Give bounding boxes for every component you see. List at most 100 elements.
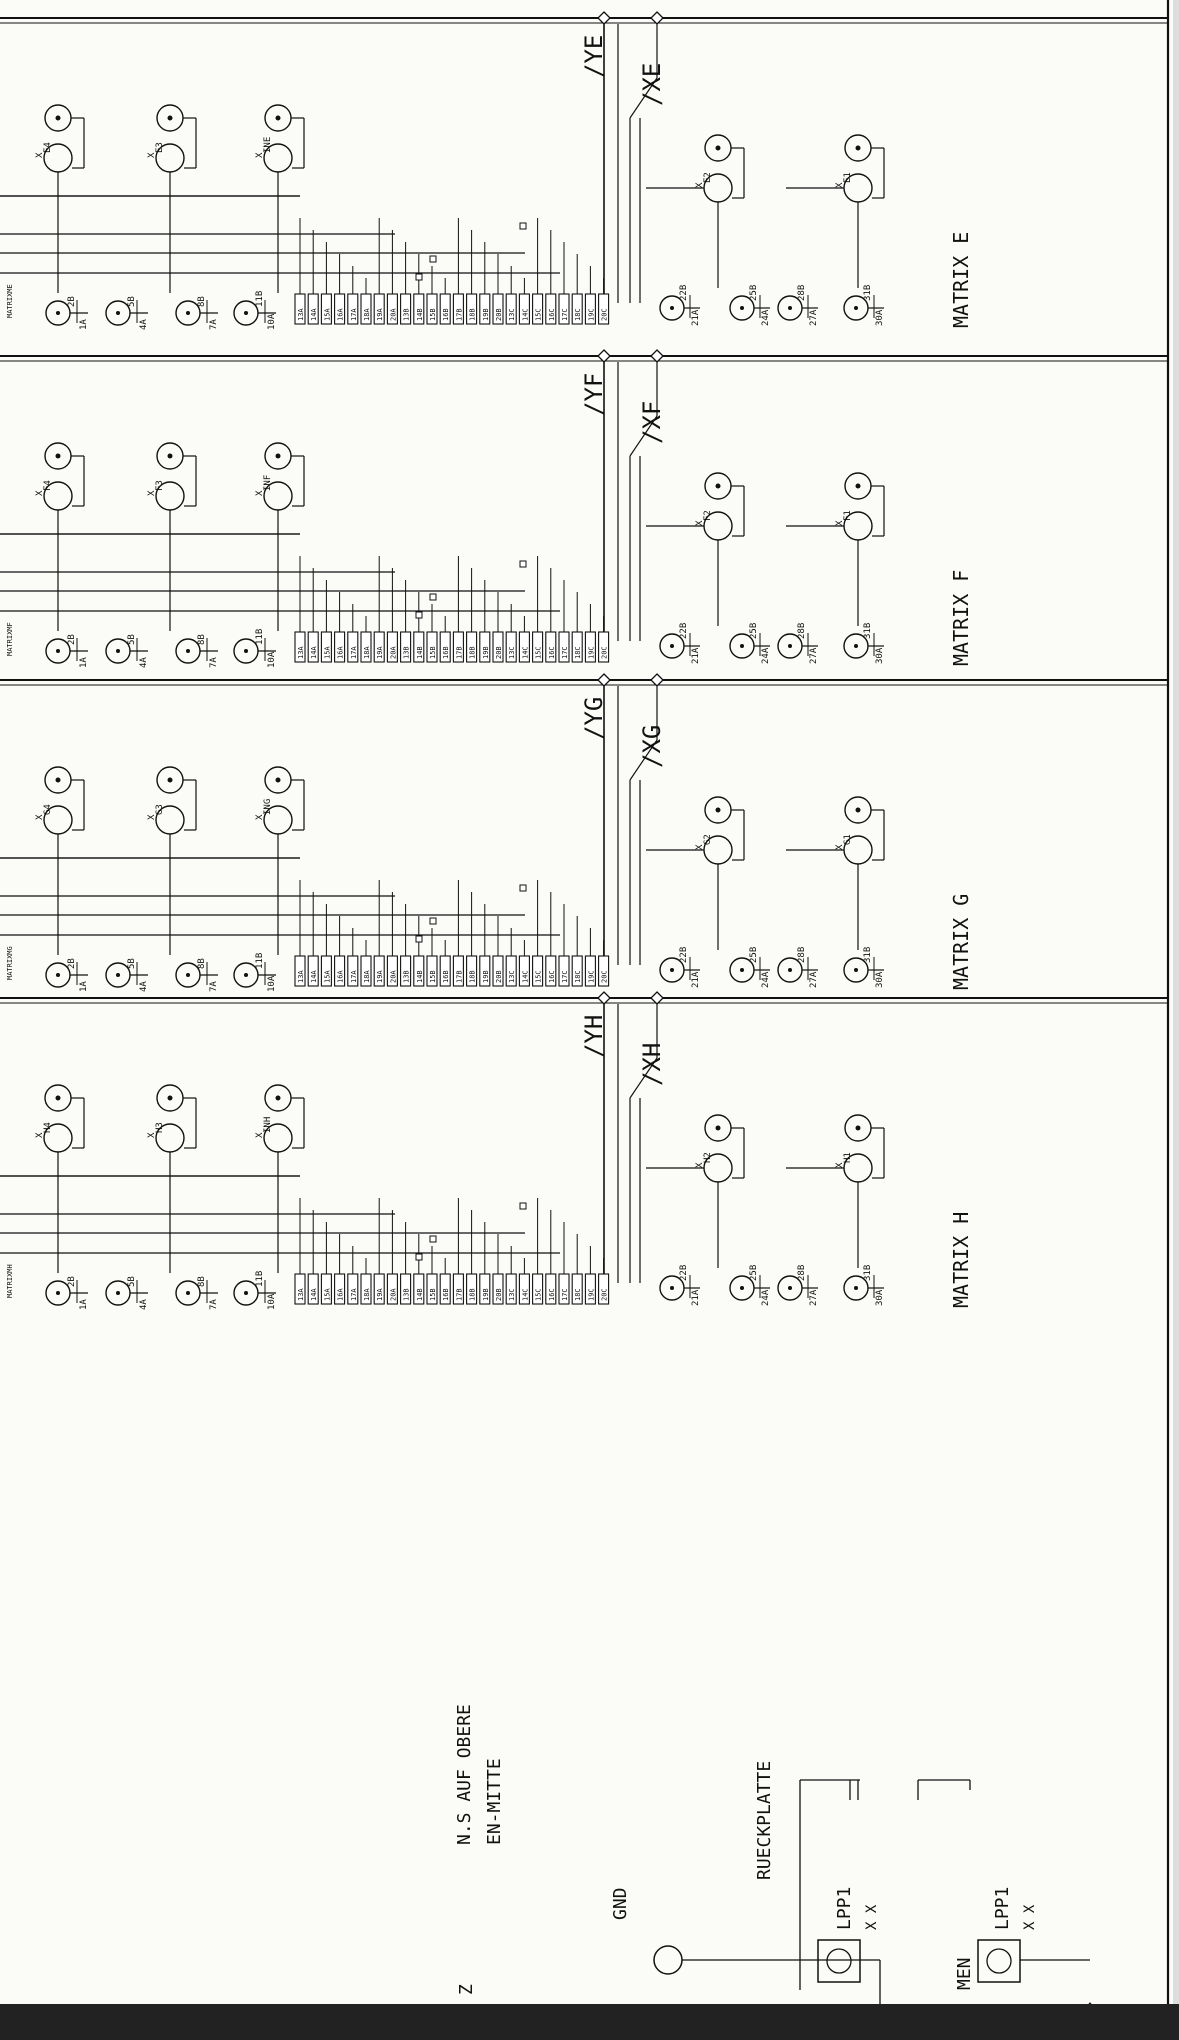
contact-dot xyxy=(56,649,60,653)
terminal-label: 17B xyxy=(455,646,463,659)
terminal-label: 13A xyxy=(297,308,305,321)
terminal-box: 15A xyxy=(320,1222,332,1305)
terminal-box: 14C xyxy=(518,1258,530,1305)
x-bus-wire xyxy=(629,739,658,781)
page-edge xyxy=(1173,0,1179,2040)
contact-label-b: 4A xyxy=(139,319,149,330)
terminal-label: 16C xyxy=(548,646,556,659)
terminal-label: 18B xyxy=(469,646,477,659)
terminal-label: 16A xyxy=(337,646,345,659)
terminal-box: 14A xyxy=(307,1210,319,1305)
contact-dot xyxy=(116,311,120,315)
terminal-label: 19A xyxy=(376,1288,384,1301)
terminal-label: 17C xyxy=(561,970,569,983)
terminal-box: 17B xyxy=(452,556,464,663)
terminal-label: 20C xyxy=(601,970,609,983)
y-bus-label: /YH xyxy=(580,1015,608,1058)
terminal-label: 19B xyxy=(482,308,490,321)
contact-label-a: 31B xyxy=(863,285,873,301)
connector-marker xyxy=(597,991,611,1005)
terminal-label: 17A xyxy=(350,970,358,983)
terminal-label: 16B xyxy=(442,646,450,659)
terminal-label: 14C xyxy=(521,970,529,983)
generator-label: G4 xyxy=(43,804,53,815)
terminal-box: 20B xyxy=(492,254,504,325)
generator-label: H3 xyxy=(155,1122,165,1133)
terminal-box: 16B xyxy=(439,1258,451,1305)
contact-label-a: 8B xyxy=(197,1276,207,1287)
terminal-label: 20C xyxy=(601,646,609,659)
contact-dot xyxy=(244,649,248,653)
lpp1-box xyxy=(977,1939,1021,1983)
coil-mark: X xyxy=(147,814,157,820)
contact-dot xyxy=(116,649,120,653)
contact-label-b: 27A xyxy=(809,971,819,988)
terminal-box: 19A xyxy=(373,1198,385,1305)
lpp1-label-a: LPP1 xyxy=(834,1887,855,1930)
lpp1-symbol xyxy=(986,1948,1012,1974)
terminal-box: 13A xyxy=(294,1198,306,1305)
generator-symbol: XH1 xyxy=(786,1114,885,1268)
terminal-label: 20A xyxy=(389,1288,397,1301)
contact-label-b: 24A xyxy=(761,309,771,326)
coil-dot xyxy=(167,115,173,121)
matrix-tag: MATRIXMH xyxy=(6,1264,14,1298)
terminal-box: 19B xyxy=(479,580,491,663)
contact-label-a: 31B xyxy=(863,947,873,963)
terminal-box: 15B xyxy=(426,1246,438,1305)
generator-label: F1 xyxy=(843,510,853,521)
contact-dot xyxy=(244,311,248,315)
terminal-box: 13B xyxy=(400,904,412,987)
terminal-box: 19A xyxy=(373,556,385,663)
terminal-label: 16C xyxy=(548,308,556,321)
lpp1-symbol xyxy=(826,1948,852,1974)
contact-label-b: 7A xyxy=(209,981,219,992)
contact-label-b: 10A xyxy=(267,975,277,992)
connector-marker xyxy=(597,11,611,25)
contact-label-a: 28B xyxy=(797,947,807,963)
terminal-label: 17C xyxy=(561,646,569,659)
terminal-box: 13C xyxy=(505,604,517,663)
coil-dot xyxy=(715,807,721,813)
x-bus-wire xyxy=(629,77,658,119)
matrix-title: MATRIX E xyxy=(949,232,973,328)
terminal-box: 13A xyxy=(294,218,306,325)
terminal-box: 16A xyxy=(334,254,346,325)
contact-label-b: 4A xyxy=(139,657,149,668)
terminal-box: 16A xyxy=(334,1234,346,1305)
generator-label: INH xyxy=(263,1117,273,1133)
coil-dot xyxy=(275,115,281,121)
terminal-box: 20B xyxy=(492,592,504,663)
generator-label: H1 xyxy=(843,1152,853,1163)
terminal-label: 17A xyxy=(350,1288,358,1301)
terminal-label: 20A xyxy=(389,308,397,321)
connector-marker xyxy=(597,349,611,363)
terminal-box: 15B xyxy=(426,266,438,325)
contact-label-a: 31B xyxy=(863,623,873,639)
terminal-box: 18C xyxy=(571,592,583,663)
connector-marker xyxy=(650,349,664,363)
terminal-box: 15C xyxy=(532,556,544,663)
generator-label: INF xyxy=(263,475,273,491)
terminal-box: 16C xyxy=(545,230,557,325)
contact-dot xyxy=(186,1291,190,1295)
coil-dot xyxy=(275,1095,281,1101)
terminal-box: 20C xyxy=(598,940,610,987)
contact-label-b: 24A xyxy=(761,647,771,664)
contact-dot xyxy=(670,1286,674,1290)
terminal-label: 16A xyxy=(337,1288,345,1301)
generator-label: E2 xyxy=(703,172,713,183)
contact-label-a: 5B xyxy=(127,634,137,645)
terminal-box: 13C xyxy=(505,1246,517,1305)
contact-dot xyxy=(56,973,60,977)
contact-label-a: 2B xyxy=(67,958,77,969)
terminal-label: 14B xyxy=(416,970,424,983)
